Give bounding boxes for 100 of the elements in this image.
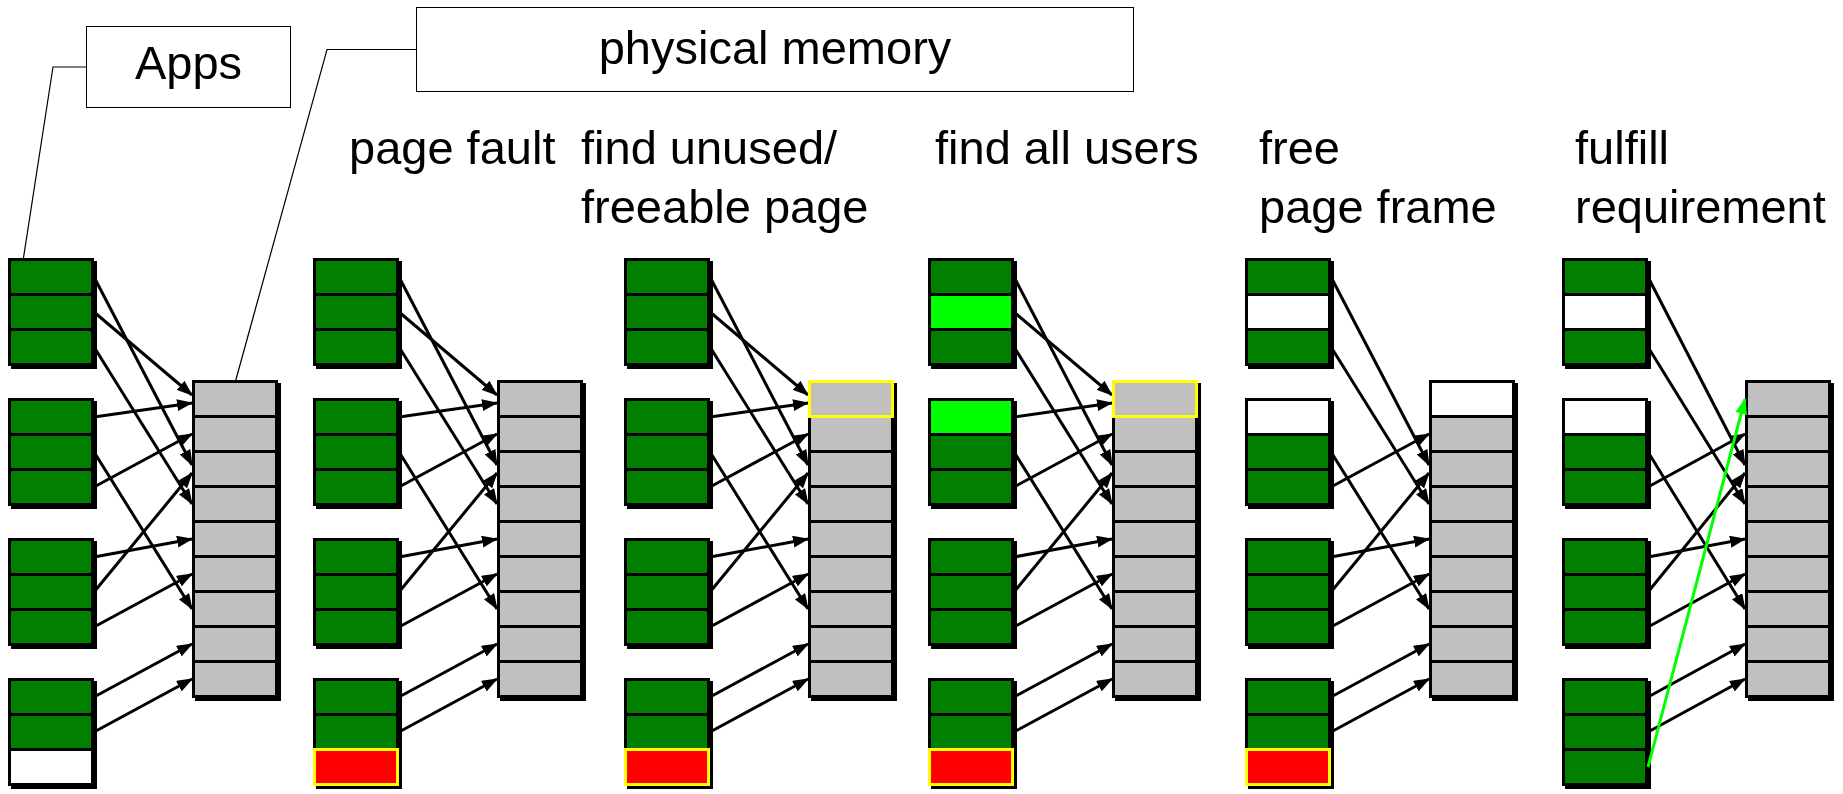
page-table — [1565, 401, 1651, 509]
page-entry — [1562, 608, 1648, 646]
leader-line — [234, 48, 417, 384]
page-frame — [1745, 590, 1831, 628]
callout-text: Apps — [134, 36, 243, 89]
page-entry — [1245, 678, 1331, 716]
physical-memory-column — [1115, 383, 1201, 701]
page-entry — [928, 468, 1014, 506]
page-entry — [624, 678, 710, 716]
page-frame — [1112, 555, 1198, 593]
page-frame — [497, 450, 583, 488]
page-entry — [624, 258, 710, 296]
page-entry — [1245, 713, 1331, 751]
page-entry — [8, 433, 94, 471]
step-heading: find all users — [935, 120, 1199, 176]
page-frame — [1112, 485, 1198, 523]
page-entry — [8, 468, 94, 506]
page-frame — [497, 625, 583, 663]
page-entry — [624, 293, 710, 331]
page-entry — [928, 328, 1014, 366]
page-frame — [1429, 625, 1515, 663]
page-entry — [1245, 293, 1331, 331]
page-table — [316, 541, 402, 649]
page-frame — [1112, 380, 1198, 418]
page-frame — [1112, 450, 1198, 488]
page-entry — [313, 328, 399, 366]
page-frame — [192, 625, 278, 663]
page-entry — [1562, 398, 1648, 436]
physical-memory-column — [1748, 383, 1834, 701]
arrow — [1646, 398, 1747, 768]
page-table — [627, 401, 713, 509]
page-table — [11, 681, 97, 789]
page-entry — [624, 538, 710, 576]
step-heading: page fault — [349, 120, 556, 176]
page-frame — [1429, 555, 1515, 593]
page-entry — [624, 713, 710, 751]
page-entry — [1562, 678, 1648, 716]
page-entry — [928, 608, 1014, 646]
page-entry — [624, 608, 710, 646]
page-entry — [1245, 538, 1331, 576]
page-entry — [1245, 608, 1331, 646]
page-entry — [928, 398, 1014, 436]
page-frame — [192, 520, 278, 558]
page-table — [931, 541, 1017, 649]
page-entry — [313, 293, 399, 331]
page-entry — [1245, 748, 1331, 786]
page-entry — [313, 573, 399, 611]
page-frame — [497, 380, 583, 418]
page-table — [627, 681, 713, 789]
page-entry — [313, 713, 399, 751]
page-entry — [624, 748, 710, 786]
page-entry — [313, 538, 399, 576]
page-entry — [8, 608, 94, 646]
step-heading: free page frame — [1259, 120, 1497, 235]
page-entry — [624, 398, 710, 436]
page-entry — [928, 573, 1014, 611]
page-frame — [1429, 380, 1515, 418]
page-frame — [808, 625, 894, 663]
page-frame — [1745, 625, 1831, 663]
step-heading: fulfill requirement — [1575, 120, 1826, 235]
page-entry — [1562, 573, 1648, 611]
page-table — [11, 541, 97, 649]
page-entry — [928, 748, 1014, 786]
page-frame — [1429, 520, 1515, 558]
page-frame — [497, 415, 583, 453]
page-table — [627, 541, 713, 649]
page-table — [1248, 401, 1334, 509]
page-entry — [313, 748, 399, 786]
page-entry — [1562, 468, 1648, 506]
page-entry — [1245, 468, 1331, 506]
page-frame — [497, 660, 583, 698]
page-entry — [1562, 328, 1648, 366]
page-frame — [808, 520, 894, 558]
page-table — [316, 681, 402, 789]
page-table — [931, 681, 1017, 789]
page-entry — [1245, 433, 1331, 471]
page-table — [931, 261, 1017, 369]
page-table — [1248, 261, 1334, 369]
page-frame — [1112, 660, 1198, 698]
page-frame — [808, 555, 894, 593]
page-frame — [808, 660, 894, 698]
page-table — [11, 401, 97, 509]
page-entry — [313, 433, 399, 471]
page-frame — [497, 555, 583, 593]
callout-box — [416, 7, 1134, 92]
page-entry — [1245, 573, 1331, 611]
page-frame — [808, 590, 894, 628]
page-frame — [497, 590, 583, 628]
page-frame — [1745, 660, 1831, 698]
page-entry — [624, 468, 710, 506]
page-frame — [1429, 450, 1515, 488]
page-table — [1565, 261, 1651, 369]
page-frame — [1429, 415, 1515, 453]
page-table — [316, 261, 402, 369]
page-entry — [928, 713, 1014, 751]
page-frame — [808, 380, 894, 418]
page-table — [1565, 541, 1651, 649]
page-frame — [1745, 485, 1831, 523]
page-frame — [497, 520, 583, 558]
page-entry — [313, 678, 399, 716]
